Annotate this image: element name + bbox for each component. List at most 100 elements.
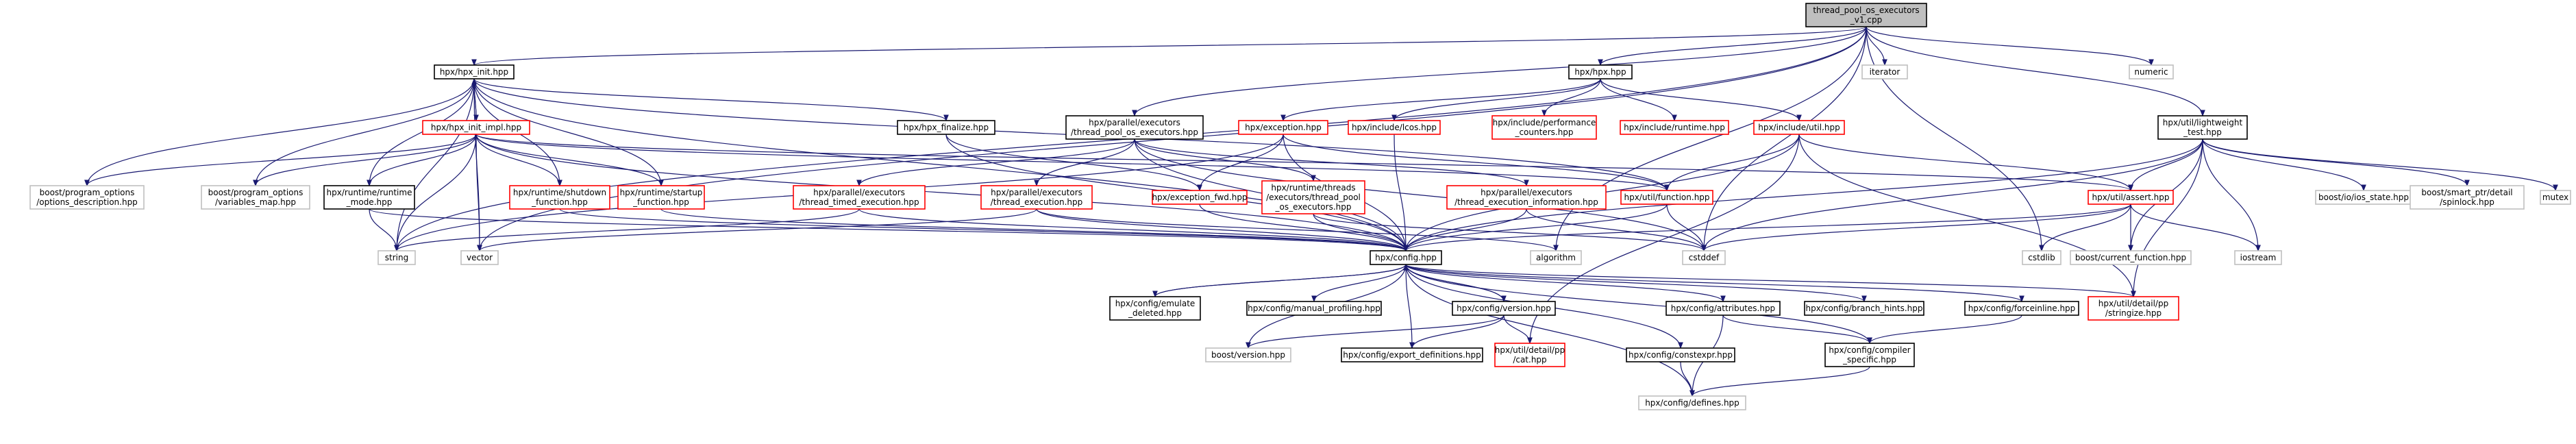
node-emulate[interactable]: hpx/config/emulate_deleted.hpp <box>1109 296 1201 321</box>
node-init_impl[interactable]: hpx/hpx_init_impl.hpp <box>422 120 530 135</box>
node-manual_prof[interactable]: hpx/config/manual_profiling.hpp <box>1246 301 1382 316</box>
edge-hpx_init-to-var_map <box>256 78 475 186</box>
edge-root-to-algorithm <box>1556 26 1867 251</box>
edge-assert-to-iostream <box>2130 204 2258 251</box>
node-stringize[interactable]: hpx/util/detail/pp/stringize.hpp <box>2088 296 2179 321</box>
edge-init_impl-to-config <box>475 134 1406 251</box>
node-rt_mode[interactable]: hpx/runtime/runtime_mode.hpp <box>323 185 415 210</box>
node-hpx_init[interactable]: hpx/hpx_init.hpp <box>434 64 515 79</box>
node-forceinline[interactable]: hpx/config/forceinline.hpp <box>1964 301 2079 316</box>
edge-lwtest-to-spinlock <box>2202 138 2467 186</box>
edge-config-to-stringize <box>1405 264 2133 297</box>
node-opt_desc[interactable]: boost/program_options/options_descriptio… <box>29 185 145 210</box>
node-algorithm[interactable]: algorithm <box>1530 250 1582 265</box>
edge-tpose-to-rt_threads <box>1134 138 1313 182</box>
node-label: hpx/config/version.hpp <box>1457 304 1551 313</box>
edge-timed_exec-to-string <box>397 208 860 251</box>
node-root[interactable]: thread_pool_os_executors_v1.cpp <box>1805 3 1927 27</box>
node-function[interactable]: hpx/util/function.hpp <box>1620 190 1713 205</box>
node-iostream[interactable]: iostream <box>2234 250 2282 265</box>
node-box <box>2088 190 2174 205</box>
node-box <box>1638 395 1746 410</box>
node-box <box>1964 301 2079 316</box>
node-compiler[interactable]: hpx/config/compiler_specific.hpp <box>1824 343 1915 367</box>
node-inc_runtime[interactable]: hpx/include/runtime.hpp <box>1620 120 1729 135</box>
node-box <box>1682 250 1726 265</box>
node-box <box>434 64 515 79</box>
edge-hpx_hpp-to-inc_util <box>1600 78 1799 121</box>
node-cstddef[interactable]: cstddef <box>1682 250 1726 265</box>
node-timed_exec[interactable]: hpx/parallel/executors/thread_timed_exec… <box>793 185 926 210</box>
node-string[interactable]: string <box>377 250 416 265</box>
node-box <box>1446 185 1607 210</box>
node-assert[interactable]: hpx/util/assert.hpp <box>2088 190 2174 205</box>
node-label: _v1.cpp <box>1850 15 1882 25</box>
edge-assert-to-config <box>1406 204 2131 251</box>
node-startup[interactable]: hpx/runtime/startup_function.hpp <box>617 185 705 210</box>
edge-lwtest-to-stringize <box>2133 138 2203 297</box>
node-label: iterator <box>1870 67 1900 77</box>
node-box <box>1665 301 1781 316</box>
edge-rt_threads-to-config <box>1313 213 1406 251</box>
node-shutdown[interactable]: hpx/runtime/shutdown_function.hpp <box>509 185 610 210</box>
edge-exec_fwd-to-config <box>1199 204 1406 251</box>
node-finalize[interactable]: hpx/hpx_finalize.hpp <box>897 120 995 135</box>
node-cstdlib[interactable]: cstdlib <box>2022 250 2061 265</box>
node-label: _mode.hpp <box>346 197 393 207</box>
node-inc_util[interactable]: hpx/include/util.hpp <box>1753 120 1845 135</box>
node-label: boost/version.hpp <box>1211 350 1285 360</box>
node-branch[interactable]: hpx/config/branch_hints.hpp <box>1804 301 1924 316</box>
node-exec_info[interactable]: hpx/parallel/executors/thread_execution_… <box>1446 185 1607 210</box>
edge-exec_info-to-config <box>1406 208 1527 251</box>
node-spinlock[interactable]: boost/smart_ptr/detail/spinlock.hpp <box>2410 185 2525 210</box>
node-box <box>1491 115 1597 140</box>
edge-inc_util-to-assert <box>1798 134 2131 191</box>
node-attributes[interactable]: hpx/config/attributes.hpp <box>1665 301 1781 316</box>
node-hpx_hpp[interactable]: hpx/hpx.hpp <box>1568 64 1633 79</box>
node-version[interactable]: hpx/config/version.hpp <box>1452 301 1556 316</box>
edge-root-to-hpx_hpp <box>1600 26 1867 66</box>
node-numeric[interactable]: numeric <box>2129 64 2174 79</box>
node-box <box>1261 180 1365 214</box>
node-ios_state[interactable]: boost/io/ios_state.hpp <box>2315 190 2412 205</box>
edge-init_impl-to-string <box>397 134 477 251</box>
node-iterator[interactable]: iterator <box>1861 64 1908 79</box>
node-label: hpx/util/function.hpp <box>1624 193 1709 202</box>
node-export_def[interactable]: hpx/config/export_definitions.hpp <box>1341 347 1483 362</box>
node-exec_fwd[interactable]: hpx/exception_fwd.hpp <box>1152 190 1248 205</box>
node-perf[interactable]: hpx/include/performance_counters.hpp <box>1491 115 1597 140</box>
node-label: hpx/hpx.hpp <box>1574 67 1626 77</box>
node-box <box>2234 250 2282 265</box>
node-thread_exec[interactable]: hpx/parallel/executors/thread_execution.… <box>980 185 1093 210</box>
node-label: thread_pool_os_executors <box>1813 5 1919 15</box>
node-box <box>377 250 416 265</box>
node-label: boost/io/ios_state.hpp <box>2318 193 2409 202</box>
node-boost_version[interactable]: boost/version.hpp <box>1205 347 1291 362</box>
node-label: _counters.hpp <box>1514 127 1573 137</box>
edge-attributes-to-compiler <box>1722 314 1870 344</box>
node-constexpr[interactable]: hpx/config/constexpr.hpp <box>1626 347 1735 362</box>
node-label: /spinlock.hpp <box>2440 197 2494 207</box>
node-box <box>1620 190 1713 205</box>
node-exception[interactable]: hpx/exception.hpp <box>1238 120 1328 135</box>
edge-hpx_init-to-string <box>397 78 475 251</box>
node-tpose[interactable]: hpx/parallel/executors/thread_pool_os_ex… <box>1065 115 1204 140</box>
node-lwtest[interactable]: hpx/util/lightweight_test.hpp <box>2157 115 2248 140</box>
node-box <box>1452 301 1556 316</box>
node-mutex[interactable]: mutex <box>2540 190 2571 205</box>
node-cur_func[interactable]: boost/current_function.hpp <box>2070 250 2192 265</box>
edge-compiler-to-defines <box>1692 366 1870 397</box>
edge-exception-to-function <box>1283 134 1667 191</box>
node-box <box>1568 64 1633 79</box>
node-box <box>2157 115 2248 140</box>
node-rt_threads[interactable]: hpx/runtime/threads/executors/thread_poo… <box>1261 180 1365 214</box>
node-vector[interactable]: vector <box>460 250 499 265</box>
node-label: hpx/runtime/shutdown <box>513 188 606 197</box>
node-lcos[interactable]: hpx/include/lcos.hpp <box>1348 120 1441 135</box>
edge-init_impl-to-shutdown <box>475 134 560 186</box>
edge-init_impl-to-opt_desc <box>87 134 477 186</box>
node-defines[interactable]: hpx/config/defines.hpp <box>1638 395 1746 410</box>
node-var_map[interactable]: boost/program_options/variables_map.hpp <box>201 185 310 210</box>
node-config[interactable]: hpx/config.hpp <box>1370 250 1442 265</box>
node-pp_cat[interactable]: hpx/util/detail/pp/cat.hpp <box>1494 343 1565 367</box>
